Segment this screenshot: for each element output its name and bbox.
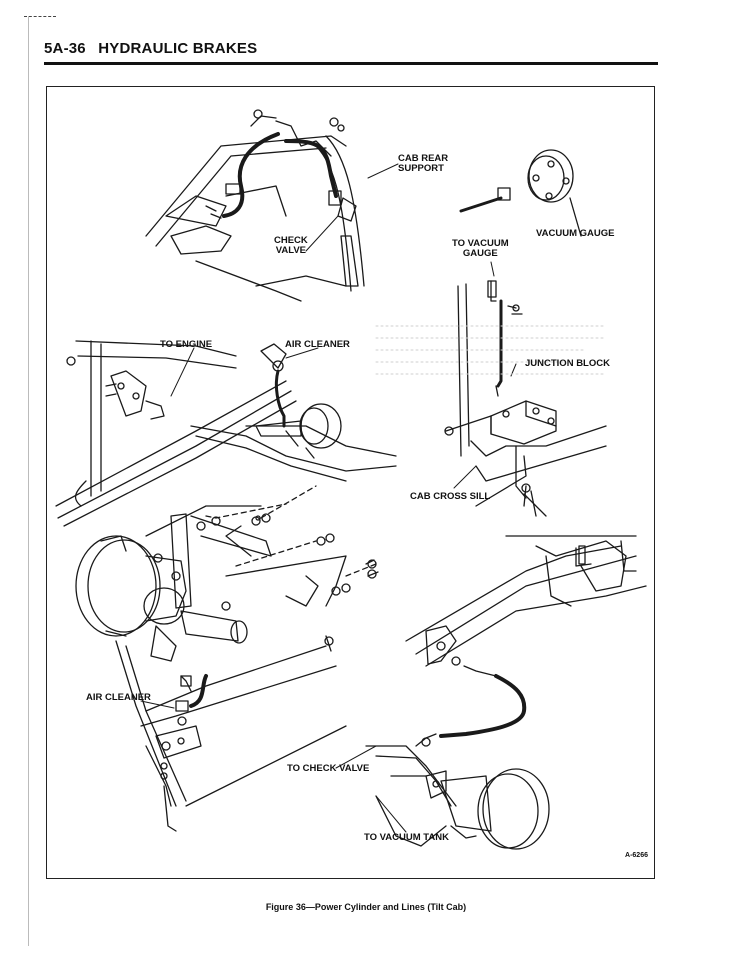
label-cab-cross-sill: CAB CROSS SILL [410,491,491,502]
binding-edge-line [28,16,29,946]
label-check-valve-line2: VALVE [275,245,307,256]
junction-block-drawing [444,280,607,517]
label-to-vacuum-gauge-line2: GAUGE [462,248,498,259]
label-vacuum-gauge: VACUUM GAUGE [536,228,615,239]
label-to-vacuum-tank: TO VACUUM TANK [364,832,449,843]
label-cab-rear-support-line2: SUPPORT [398,163,444,174]
scan-corner-mark [24,16,56,17]
brake-system-illustration [55,109,647,850]
figure-caption: Figure 36—Power Cylinder and Lines (Tilt… [265,902,467,912]
faint-background-text [375,325,607,375]
cab-rear-support-drawing [145,109,365,302]
page-header: 5A-36 HYDRAULIC BRAKES [44,40,257,57]
section-title: HYDRAULIC BRAKES [98,40,258,57]
label-leader-lines [140,163,517,833]
figure-frame [46,86,655,879]
power-cylinder-exploded-drawing [75,485,379,832]
label-air-cleaner-bottom: AIR CLEANER [86,692,151,703]
frame-rail-drawing [55,340,397,527]
vacuum-gauge-drawing [459,149,582,237]
section-number: 5A-36 [44,40,86,57]
label-air-cleaner-top: AIR CLEANER [285,339,350,350]
label-to-vacuum-gauge: TO VACUUM GAUGE [452,239,509,259]
label-check-valve-line1: CHECK [274,235,308,246]
figure-number: A-6266 [625,852,648,859]
label-to-check-valve: TO CHECK VALVE [287,763,370,774]
label-junction-block: JUNCTION BLOCK [525,358,610,369]
frame-with-vacuum-tank-drawing [365,535,647,850]
label-check-valve: CHECK VALVE [274,236,308,256]
label-to-vacuum-gauge-line1: TO VACUUM [452,238,509,249]
label-cab-rear-support: CAB REAR SUPPORT [398,154,448,174]
label-to-engine: TO ENGINE [160,339,213,350]
label-cab-rear-support-line1: CAB REAR [398,153,449,164]
header-rule [44,62,658,65]
